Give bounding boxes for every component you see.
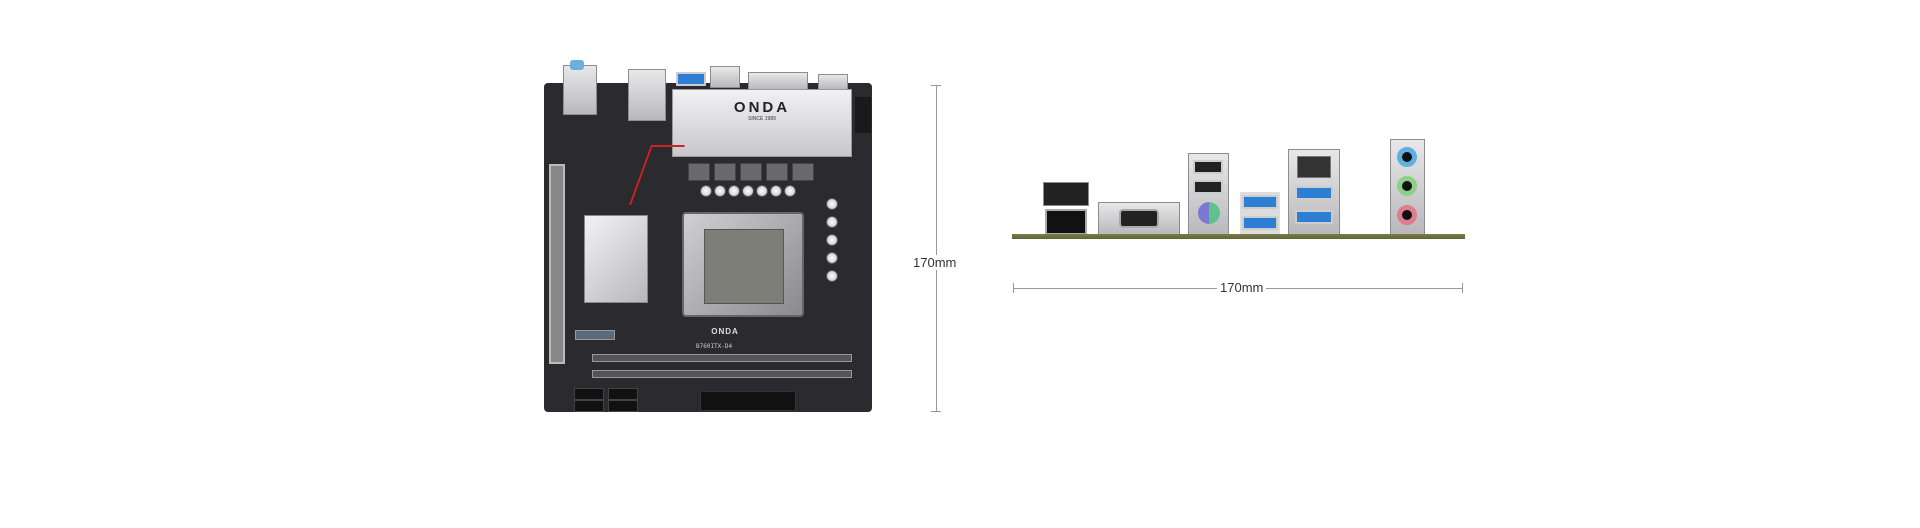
choke <box>688 163 710 181</box>
vga-port-top <box>748 72 808 90</box>
cpu-power-connector <box>855 97 871 133</box>
capacitor <box>826 270 838 282</box>
sata-port <box>608 400 638 412</box>
capacitor <box>826 234 838 246</box>
usb3-port <box>1242 195 1278 209</box>
audio-jack-line-in <box>1397 147 1417 167</box>
vrm-chokes <box>688 163 814 181</box>
rj45-port <box>1297 156 1331 178</box>
lan-usb3-stack <box>1288 149 1340 235</box>
hdmi-port <box>818 74 848 90</box>
sata-port <box>574 388 604 400</box>
model-name: B760ITX-D4 <box>696 343 733 350</box>
usb3-port <box>1295 186 1333 200</box>
brand-logo: ONDA <box>733 99 791 116</box>
capacitors <box>700 185 796 197</box>
m2-slot <box>575 330 615 340</box>
audio-jacks <box>1390 139 1425 235</box>
vga-port <box>710 66 740 88</box>
capacitor <box>826 216 838 228</box>
hdmi-port <box>1045 209 1087 235</box>
capacitor <box>756 185 768 197</box>
usb3-port <box>1242 216 1278 230</box>
choke <box>766 163 788 181</box>
audio-jack-mic <box>1397 205 1417 225</box>
chipset-heatsink <box>584 215 648 303</box>
capacitor <box>826 252 838 264</box>
dimension-tick <box>1013 283 1014 293</box>
vga-port <box>1098 202 1180 235</box>
choke <box>740 163 762 181</box>
choke <box>714 163 736 181</box>
displayport <box>1043 182 1089 206</box>
usb3-port <box>1295 210 1333 224</box>
antenna-connector <box>570 60 584 70</box>
audio-jack-line-out <box>1397 176 1417 196</box>
capacitor <box>700 185 712 197</box>
choke <box>792 163 814 181</box>
usb3-stack <box>1240 192 1280 235</box>
board-logo: ONDA <box>711 327 739 336</box>
height-dimension-line <box>936 85 937 412</box>
brand-tagline: SINCE 1989 <box>748 116 776 122</box>
dimm-slot-2 <box>592 370 852 378</box>
vrm-heatsink: ONDA SINCE 1989 <box>672 89 852 157</box>
usb3-port <box>676 72 706 86</box>
sata-port <box>574 400 604 412</box>
dimension-tick <box>931 411 941 412</box>
capacitor <box>714 185 726 197</box>
dimension-tick <box>931 85 941 86</box>
usb2-port <box>1193 160 1223 174</box>
capacitor <box>742 185 754 197</box>
lan-port <box>628 69 666 121</box>
side-capacitors <box>826 198 838 282</box>
pcb-edge <box>1012 234 1465 239</box>
capacitor <box>770 185 782 197</box>
socket-pins <box>704 229 784 304</box>
atx-24pin-connector <box>700 391 796 411</box>
capacitor <box>826 198 838 210</box>
sata-port <box>608 388 638 400</box>
usb2-ps2-stack <box>1188 153 1229 235</box>
pcie-slot <box>549 164 565 364</box>
width-dimension-label: 170mm <box>1217 280 1267 295</box>
dimension-tick <box>1462 283 1463 293</box>
antenna-port <box>563 65 597 115</box>
height-dimension-label: 170mm <box>910 255 960 270</box>
dimm-slot-1 <box>592 354 852 362</box>
usb2-port <box>1193 180 1223 194</box>
cpu-socket <box>682 212 804 317</box>
capacitor <box>784 185 796 197</box>
vga-connector <box>1119 209 1159 228</box>
ps2-port <box>1198 202 1220 224</box>
capacitor <box>728 185 740 197</box>
